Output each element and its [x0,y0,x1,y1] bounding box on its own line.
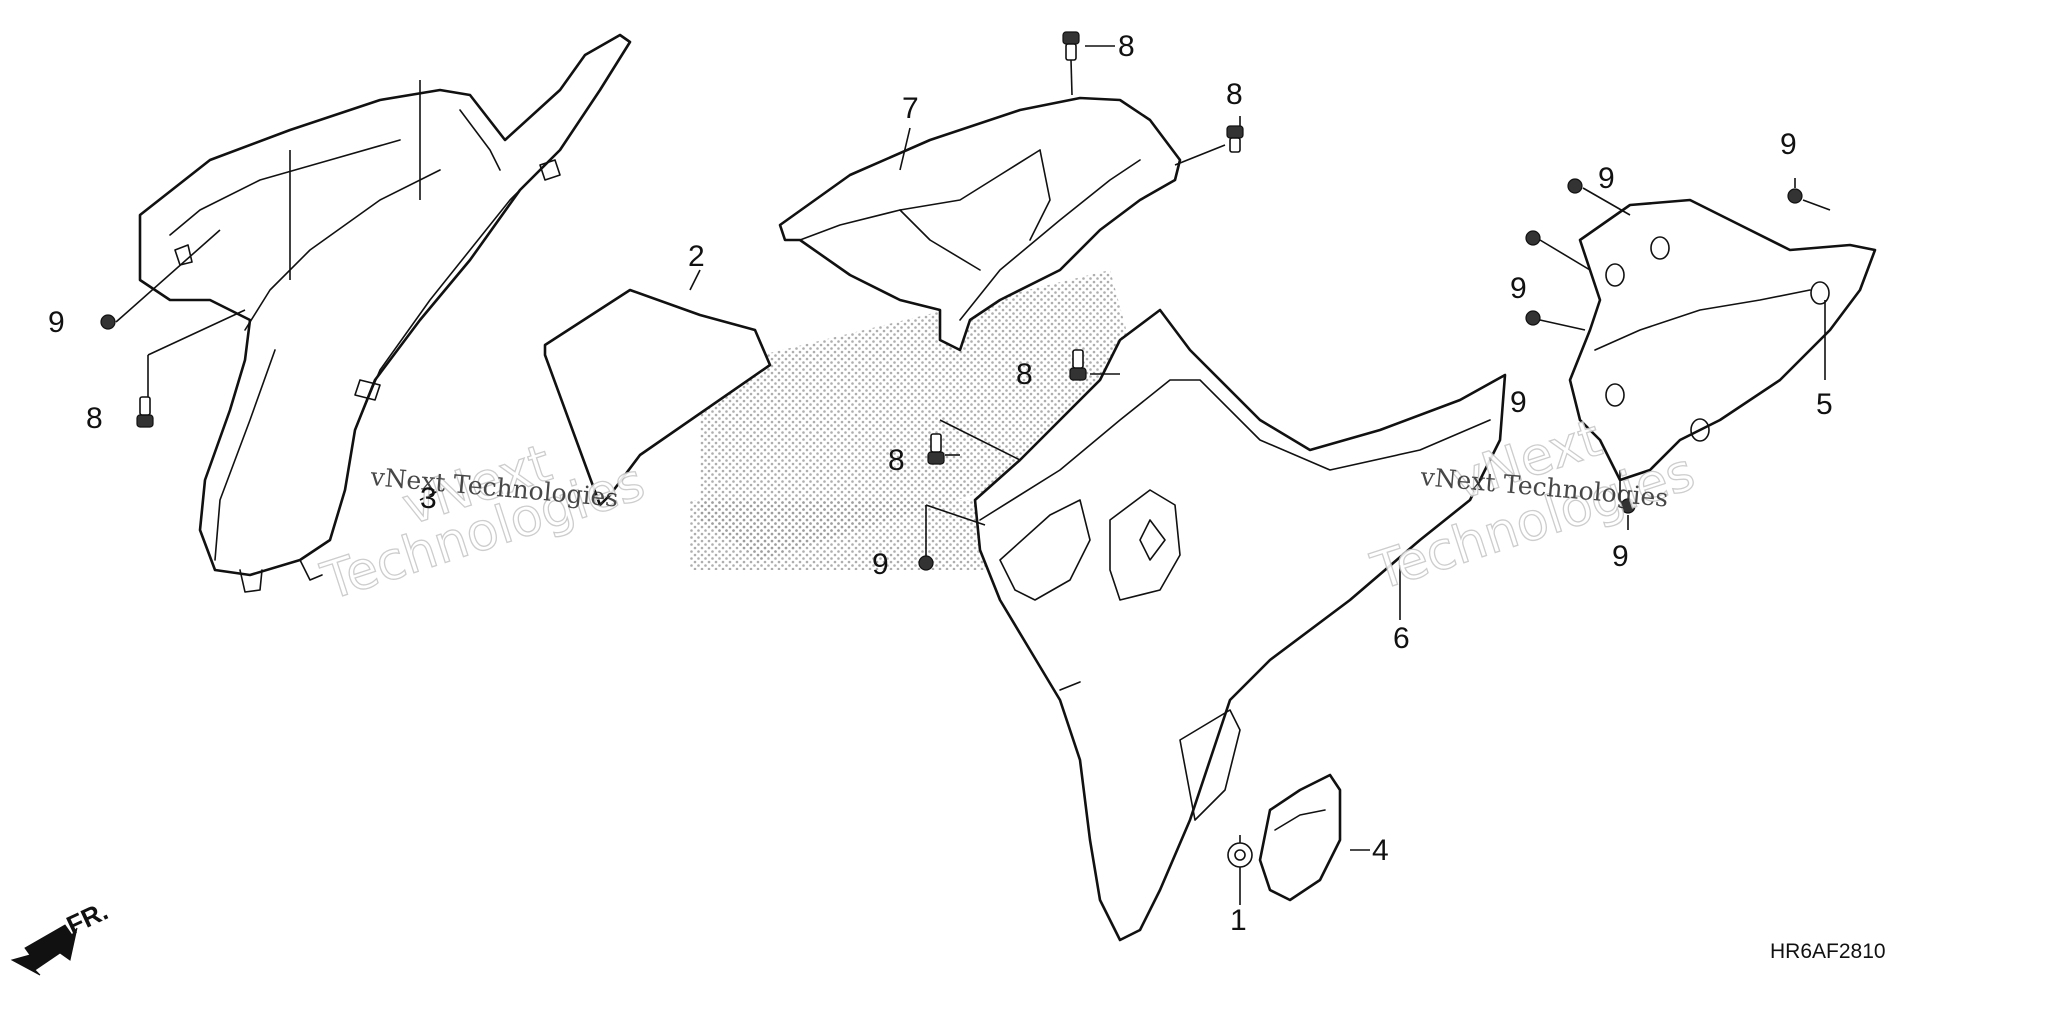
leader-lines [115,45,1831,905]
part-5-right-panel[interactable] [1568,198,1877,482]
fastener-9-left[interactable] [100,314,116,330]
fastener-8-center[interactable] [1069,349,1087,381]
callout-1: 1 [1230,904,1247,937]
callout-9-left: 9 [48,306,65,339]
fastener-8-left[interactable] [136,396,154,428]
callout-8-center: 8 [1016,358,1033,391]
callout-8-mid: 8 [888,444,905,477]
callout-8-top: 8 [1118,30,1135,63]
callout-9-right-b: 9 [1510,272,1527,305]
part-7-upper-cover[interactable] [778,96,1182,352]
part-1-grommet[interactable] [1227,842,1253,868]
fastener-8-top[interactable] [1062,31,1080,61]
callout-5: 5 [1816,388,1833,421]
fastener-9-right-a[interactable] [1567,178,1583,194]
callout-2: 2 [688,240,705,273]
fastener-9-right-b[interactable] [1525,230,1541,246]
fastener-9-right-e[interactable] [1620,498,1636,514]
callout-9-right-top: 9 [1780,128,1797,161]
callout-3: 3 [420,482,437,515]
diagram-code: HR6AF2810 [1770,940,1886,963]
callout-8-upper-right: 8 [1226,78,1243,111]
fastener-8-mid[interactable] [927,433,945,465]
callout-9-right-a: 9 [1598,162,1615,195]
callouts: 8 7 8 2 8 8 9 9 8 3 1 4 6 5 9 9 9 9 9 [48,30,1833,937]
callout-6: 6 [1393,622,1410,655]
fastener-9-center[interactable] [918,555,934,571]
part-6-main-side-cover[interactable] [973,308,1507,942]
callout-9-right-e: 9 [1612,540,1629,573]
fastener-8-upper-right[interactable] [1226,125,1244,153]
callout-7: 7 [902,92,919,125]
part-3-left-side-cover[interactable] [138,33,632,593]
callout-4: 4 [1372,834,1389,867]
front-arrow: FR. [10,896,113,976]
part-2-sheet[interactable] [543,288,772,507]
part-4-small-cover[interactable] [1258,773,1342,902]
fastener-9-right-d[interactable] [1787,188,1803,204]
callout-9-center: 9 [872,548,889,581]
callout-9-right-c: 9 [1510,386,1527,419]
fastener-9-right-c[interactable] [1525,310,1541,326]
callout-8-left: 8 [86,402,103,435]
front-arrow-icon [10,924,78,976]
